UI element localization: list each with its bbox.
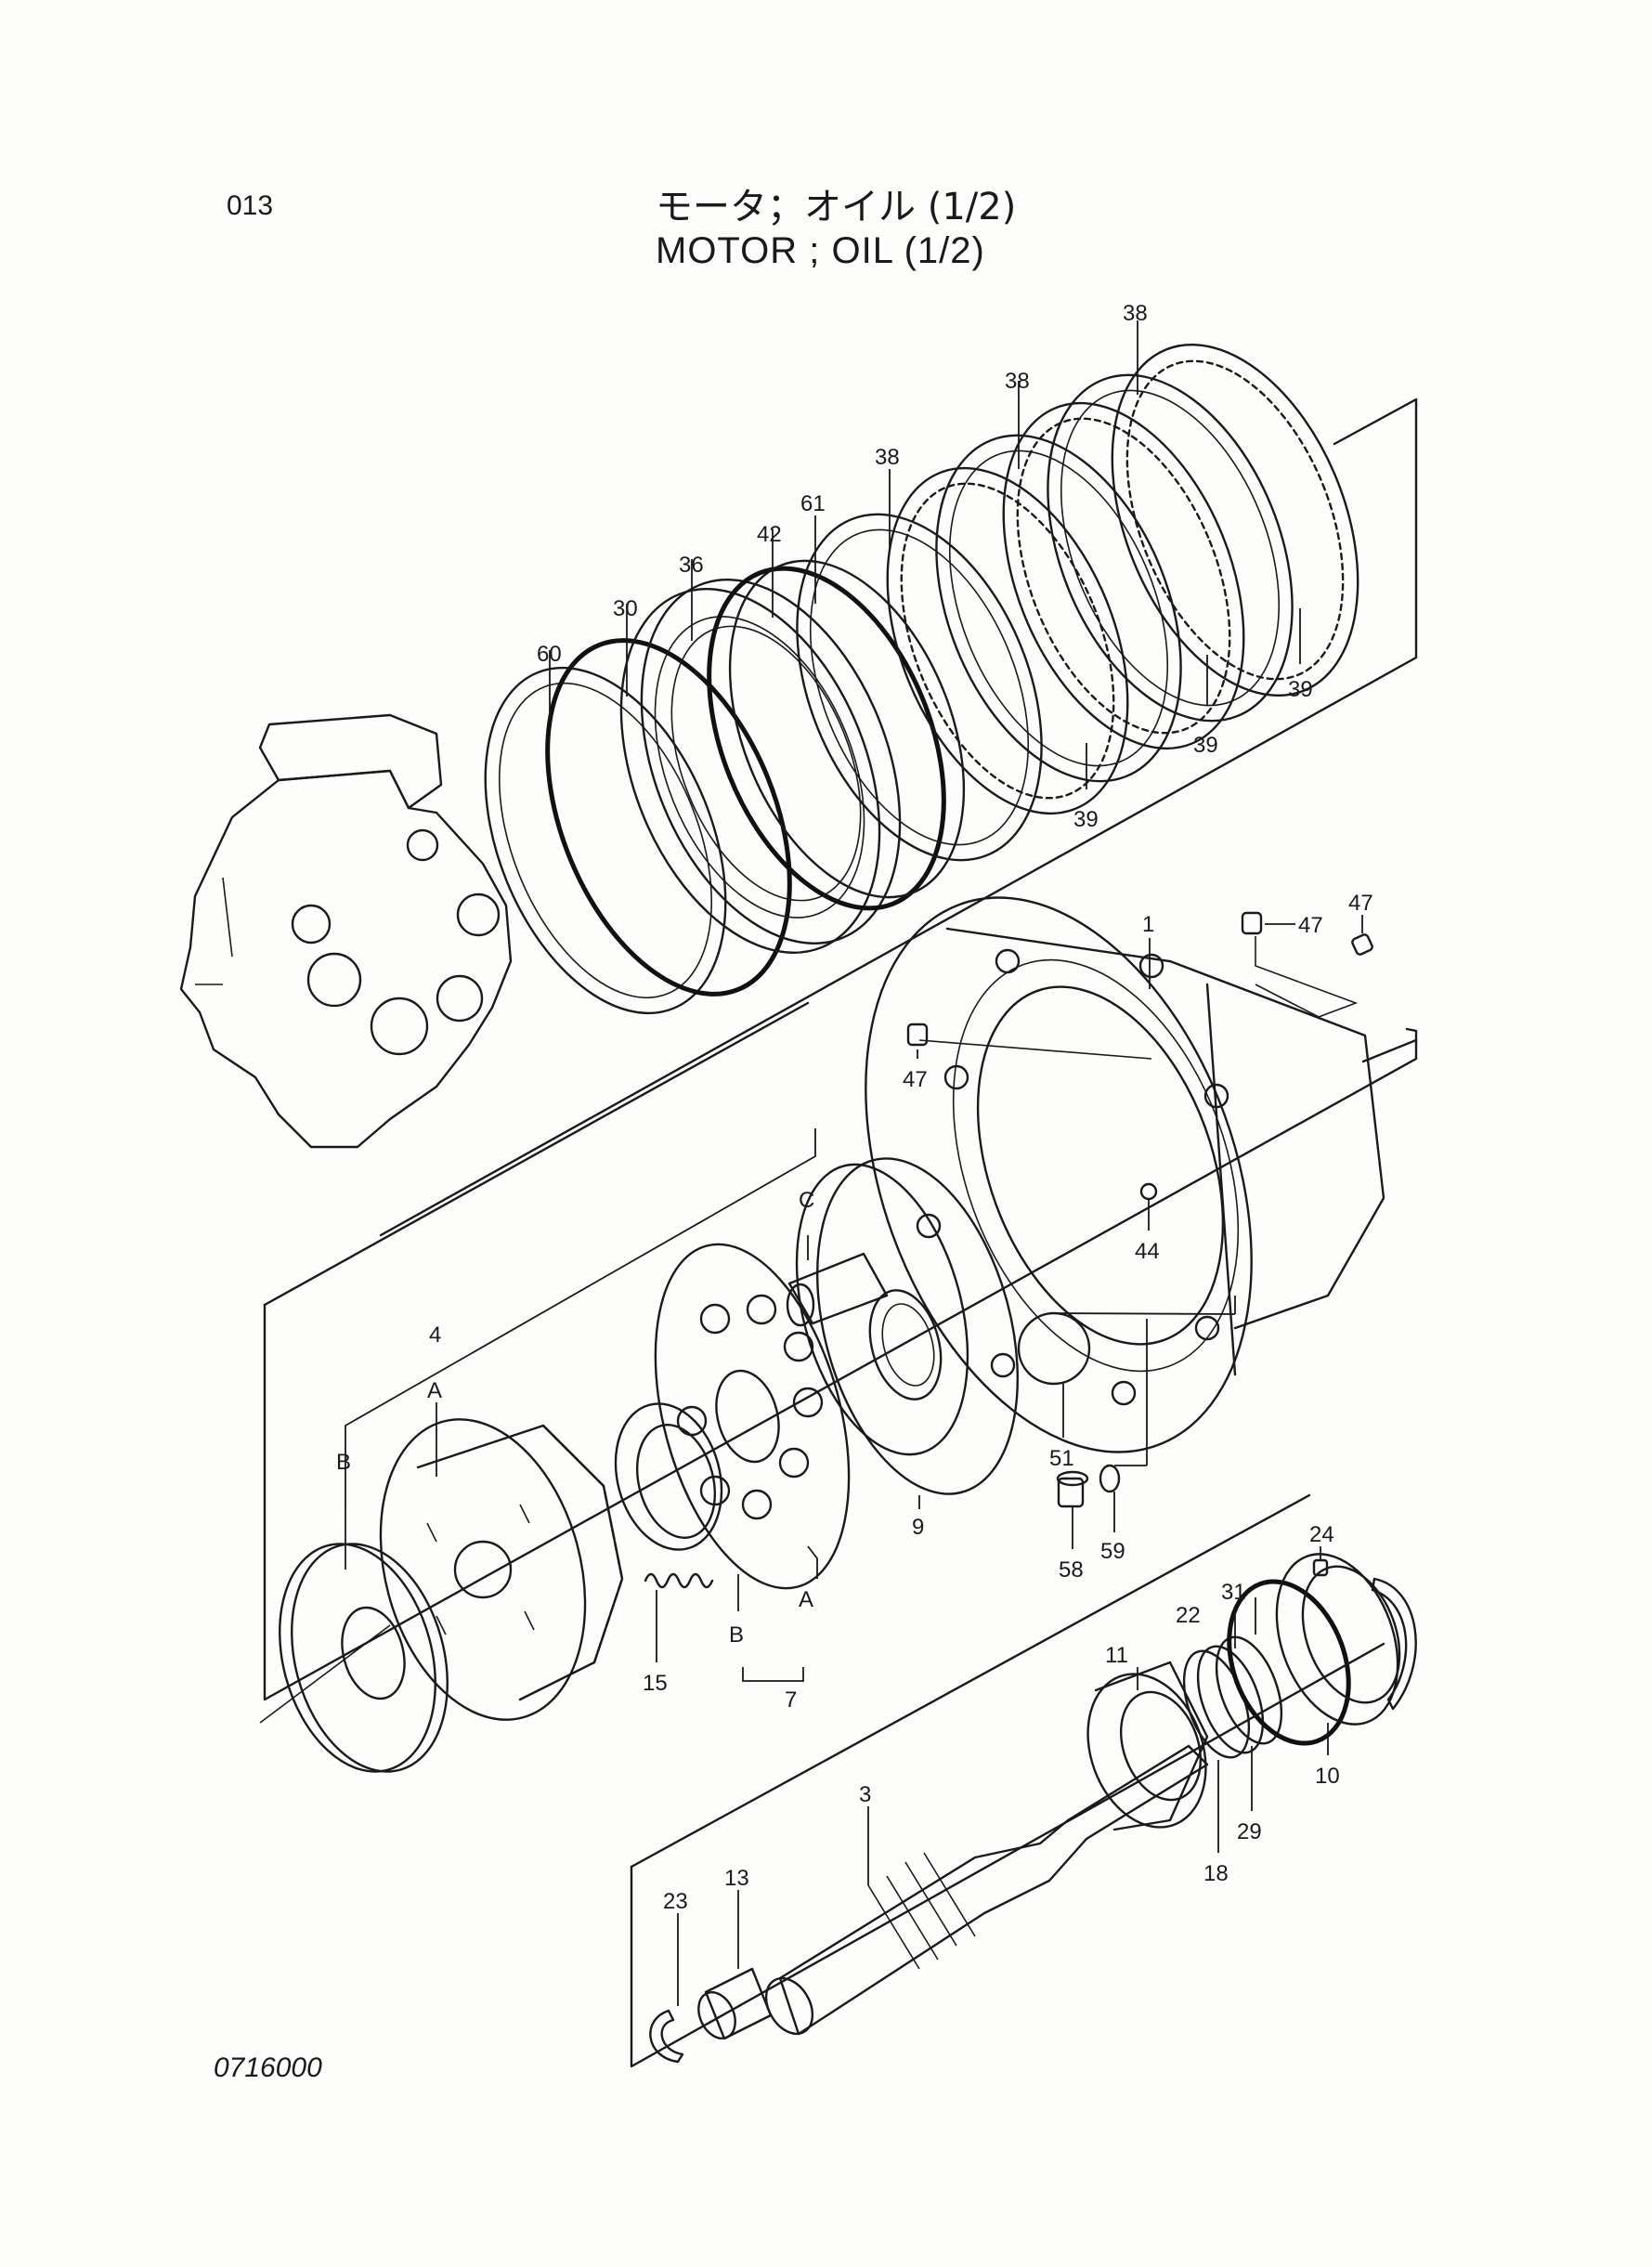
spherical-bushing [614, 1402, 723, 1551]
ring-60 [484, 666, 727, 1015]
callout-3: 3 [859, 1782, 871, 1807]
callout-60: 60 [537, 642, 562, 667]
callout-44: 44 [1135, 1239, 1160, 1264]
upper-group-frame [379, 397, 1418, 1237]
callout-47-second: 47 [1348, 891, 1373, 916]
spring-15 [644, 1572, 714, 1589]
page-number: 013 [227, 190, 274, 221]
diagram-title-english: MOTOR ; OIL (1/2) [656, 230, 985, 271]
friction-plate-39-second [1002, 401, 1245, 750]
callout-13: 13 [724, 1866, 749, 1891]
pin-c [786, 1252, 889, 1327]
snap-ring-24 [1312, 1558, 1417, 1711]
callout-1: 1 [1142, 912, 1154, 937]
callout-a-lower: A [799, 1587, 813, 1612]
o-ring-59 [1099, 1464, 1121, 1493]
plug-58 [1056, 1470, 1089, 1508]
shaft-group-frame [630, 1493, 1385, 2068]
callout-38-third: 38 [1123, 301, 1148, 326]
o-ring-30 [545, 638, 792, 997]
callout-30: 30 [613, 596, 638, 621]
callout-42: 42 [757, 522, 782, 547]
callout-7: 7 [785, 1687, 797, 1713]
callout-47-third: 47 [903, 1067, 928, 1092]
callout-labels: 60 30 36 42 61 38 38 38 39 39 39 1 47 47… [336, 301, 1373, 1914]
callout-39-second: 39 [1193, 733, 1218, 758]
drawing-code: 0716000 [214, 2052, 322, 2083]
callout-c: C [799, 1188, 814, 1213]
diagram-title-japanese: モータ；オイル (1/2) [656, 186, 1017, 228]
callout-15: 15 [643, 1671, 668, 1696]
o-ring-31 [1227, 1579, 1351, 1746]
plate-38-first [796, 513, 1043, 862]
callout-a-upper: A [427, 1378, 442, 1403]
callout-29: 29 [1237, 1819, 1262, 1844]
callout-61: 61 [800, 491, 826, 516]
plate-38-third [1047, 373, 1294, 723]
o-ring-61 [728, 559, 966, 899]
leader-lines [345, 320, 1363, 2006]
snap-ring-23 [649, 2009, 684, 2064]
shoe-plate [259, 1543, 449, 1773]
callout-18: 18 [1203, 1861, 1229, 1886]
plug-47-top [906, 911, 1373, 1060]
callout-24: 24 [1309, 1522, 1334, 1547]
callout-38-second: 38 [1005, 369, 1030, 394]
callout-36: 36 [679, 553, 704, 578]
callout-39-third: 39 [1288, 677, 1313, 702]
callout-39-first: 39 [1073, 807, 1099, 832]
retainer-plate-7 [654, 1243, 851, 1590]
motor-casing-1 [865, 896, 1385, 1453]
callout-58: 58 [1059, 1557, 1084, 1583]
callout-31: 31 [1221, 1580, 1246, 1605]
callout-11: 11 [1105, 1643, 1128, 1668]
bearing-11 [1086, 1661, 1209, 1831]
cylinder-block-4 [379, 1418, 624, 1721]
callout-10: 10 [1315, 1764, 1340, 1789]
brake-piston-36 [619, 579, 902, 954]
output-shaft-3 [764, 1744, 1209, 2036]
friction-plate-39-first [886, 466, 1129, 815]
callout-22: 22 [1176, 1603, 1201, 1628]
callout-b-lower: B [729, 1622, 744, 1648]
callout-59: 59 [1100, 1539, 1125, 1564]
callout-51: 51 [1049, 1446, 1074, 1471]
friction-plate-39-third [1111, 343, 1359, 697]
ball-51 [1017, 1311, 1091, 1386]
bushing-13 [697, 1967, 773, 2040]
o-ring-42 [707, 566, 946, 911]
valve-housing [179, 713, 513, 1149]
callout-23: 23 [663, 1889, 688, 1914]
callout-38-first: 38 [875, 445, 900, 470]
callout-4: 4 [429, 1322, 441, 1348]
callout-9: 9 [912, 1515, 924, 1540]
callout-b-upper: B [336, 1450, 351, 1475]
callout-47-first: 47 [1298, 913, 1323, 938]
lower-group-frame [263, 1001, 1418, 1701]
plate-38-second [935, 434, 1182, 783]
seal-group-18-22-29 [1182, 1635, 1283, 1759]
port-plate-9 [795, 1157, 1020, 1495]
